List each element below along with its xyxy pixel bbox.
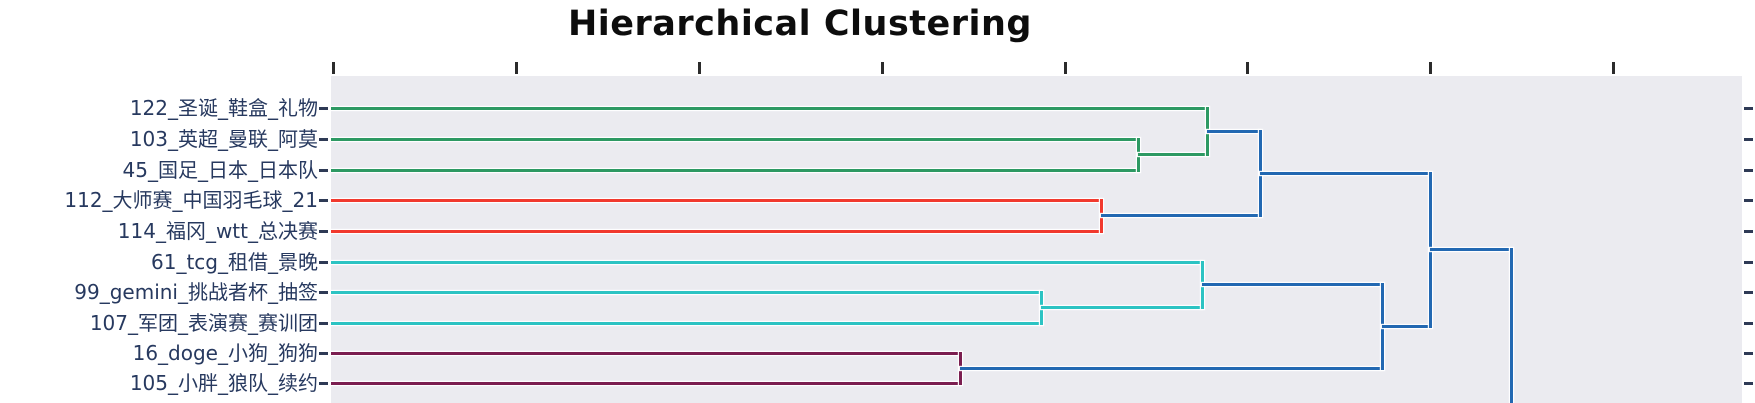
leaf-tick bbox=[1744, 321, 1753, 325]
dendrogram-segment-red bbox=[331, 229, 1101, 233]
axis-tick bbox=[514, 62, 518, 74]
leaf-tick bbox=[1744, 351, 1753, 355]
dendrogram-segment-teal bbox=[1041, 306, 1202, 309]
axis-tick bbox=[331, 62, 335, 74]
dendrogram-segment-green bbox=[331, 106, 1207, 110]
dendrogram-segment-teal bbox=[331, 290, 1041, 294]
axis-tick bbox=[1611, 62, 1615, 74]
leaf-tick bbox=[319, 229, 328, 233]
leaf-tick bbox=[319, 290, 328, 294]
leaf-tick bbox=[1744, 381, 1753, 385]
leaf-tick bbox=[319, 321, 328, 325]
leaf-label: 103_英超_曼联_阿莫 bbox=[129, 127, 318, 151]
axis-tick bbox=[1245, 62, 1249, 74]
dendrogram-segment-green bbox=[1138, 153, 1207, 156]
dendrogram-segment-green bbox=[331, 168, 1138, 172]
leaf-tick bbox=[319, 381, 328, 385]
leaf-tick bbox=[319, 106, 328, 110]
dendrogram-segment-maroon bbox=[331, 381, 960, 385]
leaf-tick bbox=[319, 168, 328, 172]
axis-tick bbox=[697, 62, 701, 74]
leaf-label: 105_小胖_狼队_续约 bbox=[129, 371, 318, 395]
dendrogram-segment-blue bbox=[1430, 248, 1511, 252]
dendrogram-segment-blue bbox=[960, 366, 1382, 370]
leaf-tick bbox=[1744, 260, 1753, 264]
leaf-tick bbox=[1744, 290, 1753, 294]
leaf-label: 107_军团_表演赛_赛训团 bbox=[89, 311, 318, 335]
leaf-tick bbox=[319, 351, 328, 355]
axis-tick bbox=[1428, 62, 1432, 74]
dendrogram-segment-green bbox=[331, 137, 1138, 141]
leaf-tick bbox=[1744, 106, 1753, 110]
chart-title: Hierarchical Clustering bbox=[567, 4, 1032, 44]
dendrogram-segment-blue bbox=[1260, 171, 1430, 175]
dendrogram-segment-blue bbox=[1101, 214, 1260, 217]
leaf-label: 122_圣诞_鞋盒_礼物 bbox=[129, 96, 318, 120]
leaf-label: 16_doge_小狗_狗狗 bbox=[132, 341, 318, 365]
dendrogram-segment-blue bbox=[1509, 248, 1513, 403]
plot-area bbox=[331, 76, 1742, 403]
dendrogram-segment-teal bbox=[331, 321, 1041, 325]
leaf-tick bbox=[319, 260, 328, 264]
axis-tick bbox=[1063, 62, 1067, 74]
leaf-tick bbox=[319, 198, 328, 202]
leaf-tick bbox=[319, 137, 328, 141]
leaf-label: 99_gemini_挑战者杯_抽签 bbox=[74, 280, 318, 304]
dendrogram-segment-teal bbox=[331, 260, 1202, 264]
leaf-tick bbox=[1744, 137, 1753, 141]
dendrogram-segment-blue bbox=[1202, 283, 1382, 287]
leaf-label: 114_福冈_wtt_总决赛 bbox=[117, 219, 318, 243]
leaf-tick bbox=[1744, 198, 1753, 202]
dendrogram-segment-red bbox=[331, 198, 1101, 202]
leaf-tick bbox=[1744, 168, 1753, 172]
leaf-label: 112_大师赛_中国羽毛球_21 bbox=[64, 188, 318, 212]
dendrogram-segment-blue bbox=[1207, 129, 1260, 133]
leaf-tick bbox=[1744, 229, 1753, 233]
dendrogram-segment-maroon bbox=[331, 351, 960, 355]
axis-tick bbox=[880, 62, 884, 74]
dendrogram-segment-blue bbox=[1382, 324, 1430, 328]
leaf-label: 45_国足_日本_日本队 bbox=[122, 158, 318, 182]
leaf-label: 61_tcg_租借_景晚 bbox=[151, 250, 318, 274]
